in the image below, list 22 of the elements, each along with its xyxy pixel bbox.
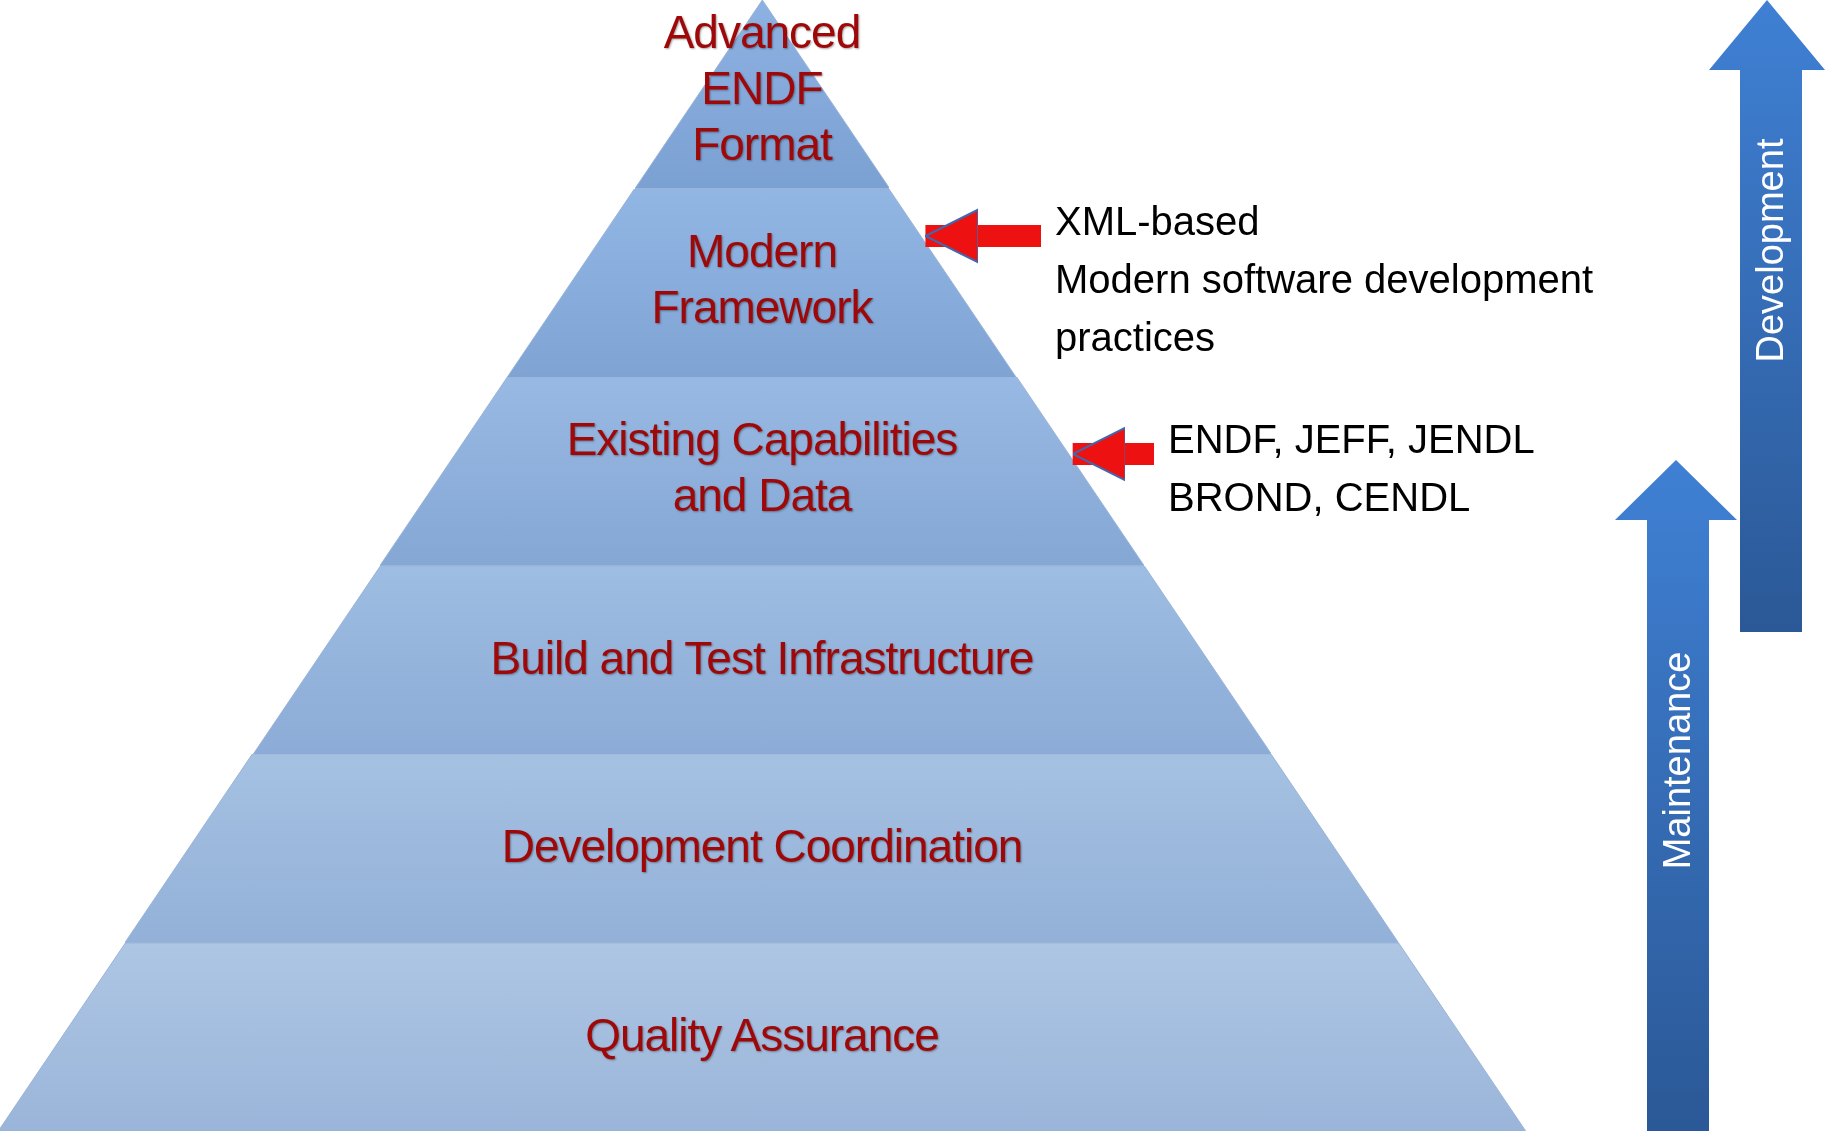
arrow-label: Development bbox=[1749, 138, 1793, 362]
layer-title: Development Coordination bbox=[500, 819, 1024, 874]
layer-title: Modern Framework bbox=[650, 223, 875, 335]
up-arrow bbox=[1709, 0, 1825, 632]
pyramid-layer bbox=[125, 754, 1399, 943]
pyramid-layer bbox=[507, 188, 1017, 377]
arrow-label: Maintenance bbox=[1656, 651, 1700, 869]
pyramid-layer bbox=[634, 0, 890, 189]
annotation-text: XML-based bbox=[1055, 198, 1261, 245]
pyramid-layer bbox=[380, 377, 1144, 566]
annotation-text: Modern software development practices bbox=[1055, 256, 1595, 361]
layer-title: Quality Assurance bbox=[584, 1007, 940, 1063]
layer-title: Existing Capabilities and Data bbox=[565, 412, 959, 524]
pyramid-layer bbox=[252, 565, 1272, 754]
annotation-text: BROND, CENDL bbox=[1168, 474, 1472, 521]
annotation-text: ENDF, JEFF, JENDL bbox=[1168, 416, 1536, 463]
arrow bbox=[1071, 426, 1154, 482]
pyramid-layer bbox=[0, 942, 1526, 1131]
layer-title: Advanced ENDF Format bbox=[662, 5, 862, 173]
arrow bbox=[924, 208, 1041, 264]
up-arrow bbox=[1615, 460, 1737, 1131]
layer-title: Build and Test Infrastructure bbox=[489, 630, 1035, 686]
